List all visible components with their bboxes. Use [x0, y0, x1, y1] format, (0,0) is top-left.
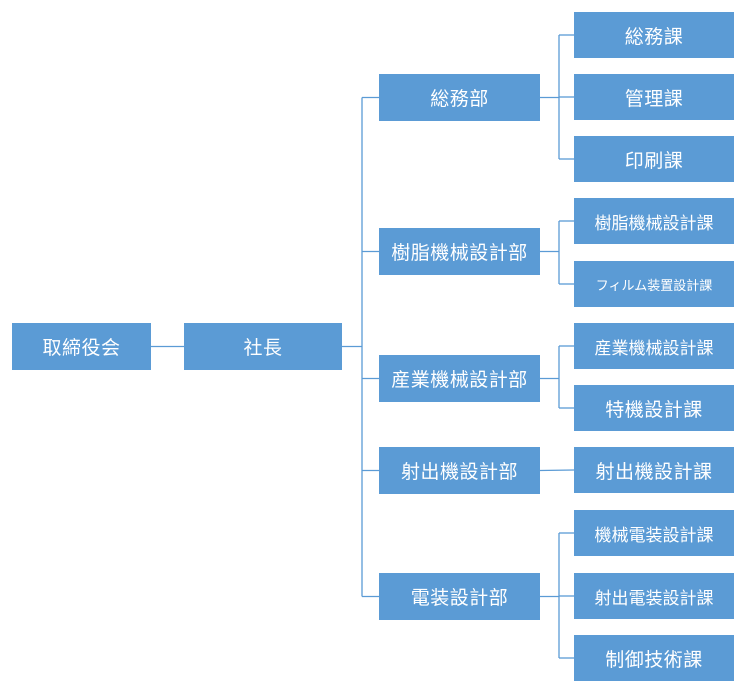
- node-sec-printing: 印刷課: [574, 136, 734, 182]
- node-dept-general-affairs: 総務部: [379, 74, 540, 121]
- node-dept-electrical: 電装設計部: [379, 573, 540, 620]
- node-sec-general-affairs: 総務課: [574, 12, 734, 58]
- node-sec-machine-electrical: 機械電装設計課: [574, 510, 734, 556]
- node-sec-management: 管理課: [574, 74, 734, 120]
- node-dept-industrial-machinery: 産業機械設計部: [379, 355, 540, 402]
- node-dept-resin-machinery: 樹脂機械設計部: [379, 228, 540, 275]
- node-president: 社長: [184, 323, 342, 370]
- node-sec-injection-machine: 射出機設計課: [574, 447, 734, 493]
- node-dept-injection-machine: 射出機設計部: [379, 447, 540, 494]
- node-board-of-directors: 取締役会: [12, 323, 151, 370]
- node-sec-industrial-machinery: 産業機械設計課: [574, 323, 734, 369]
- node-sec-special-machinery: 特機設計課: [574, 385, 734, 431]
- node-sec-control-technology: 制御技術課: [574, 635, 734, 681]
- node-sec-film-equipment: フィルム装置設計課: [574, 261, 734, 307]
- connector-line-21: [539, 469, 575, 472]
- node-sec-resin-machinery: 樹脂機械設計課: [574, 198, 734, 244]
- node-sec-injection-electrical: 射出電装設計課: [574, 573, 734, 619]
